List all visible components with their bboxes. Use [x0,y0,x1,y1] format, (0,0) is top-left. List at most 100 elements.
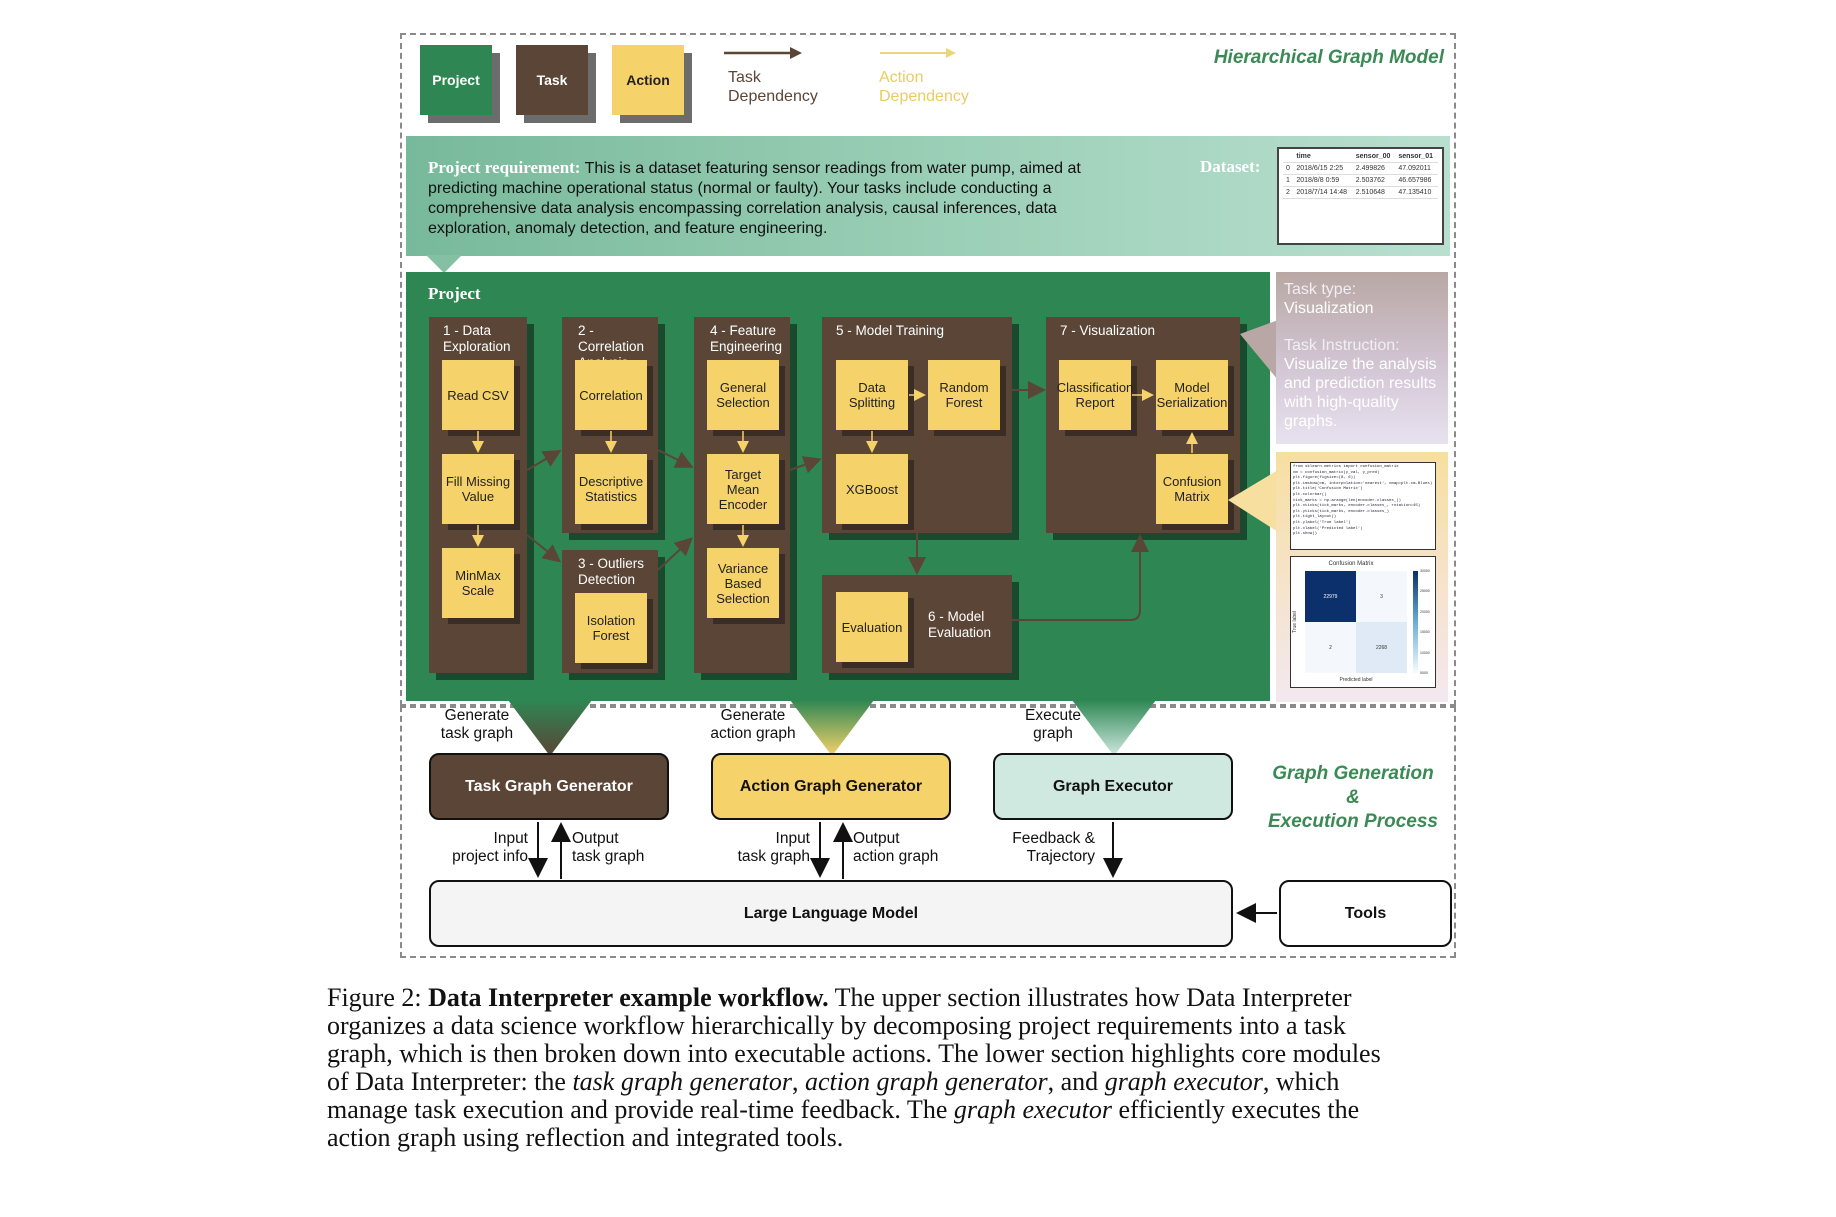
title-line: Graph Generation [1272,763,1434,784]
feedback-trajectory-label: Feedback & Trajectory [995,830,1095,866]
requirement-body: This is a dataset featuring sensor readi… [428,160,1081,237]
caption-italic: action graph generator [804,1067,1048,1096]
cm-colorbar [1413,571,1418,673]
caption-italic: graph executor [1104,1067,1263,1096]
action-evaluation: Evaluation [836,592,908,662]
large-language-model: Large Language Model [429,880,1233,947]
execute-graph-label: Execute graph [1000,707,1106,743]
label-line: action graph [710,725,796,742]
caption-prefix: Figure 2: [327,983,429,1012]
code-line: plt.yticks(tick_marks, encoder.classes_) [1293,509,1390,514]
cm-scale-tick: 25000 [1420,589,1430,594]
code-line: plt.xlabel('Predicted label') [1293,526,1363,531]
dataset-header: time [1293,151,1353,163]
caption-text: of Data Interpreter: the [327,1067,573,1096]
caption-line: organizes a data science workflow hierar… [327,1011,1346,1040]
label-line: task graph [737,848,810,865]
code-line: plt.ylabel('True label') [1293,520,1351,525]
caption-italic: graph executor [953,1095,1112,1124]
dataset-cell: 2018/7/14 14:48 [1293,186,1353,199]
cm-scale-tick: 10000 [1420,650,1430,655]
task-type-value: Visualization [1284,300,1374,317]
task-graph-generator: Task Graph Generator [429,753,669,820]
label-line: Trajectory [1026,848,1095,865]
caption-text: manage task execution and provide real-t… [327,1095,954,1124]
code-snippet: from sklearn.metrics import confusion_ma… [1290,462,1436,550]
legend-task: Task [516,45,588,115]
label-line: Feedback & [1012,830,1095,847]
action-model-serialization: Model Serialization [1156,360,1228,430]
action-variance-based-selection: Variance Based Selection [707,548,779,618]
caption-bold: Data Interpreter example workflow. [428,983,829,1012]
cm-colorbar-labels: 30000 25000 20000 15000 10000 5000 [1420,569,1436,675]
task-instruction-value: Visualize the analysis and prediction re… [1284,356,1437,430]
label-line: action graph [853,848,939,865]
dataset-cell: 0 [1283,162,1294,175]
figure-caption: Figure 2: Data Interpreter example workf… [327,984,1537,1152]
caption-line: Figure 2: Data Interpreter example workf… [327,984,1537,1012]
action-confusion-matrix: Confusion Matrix [1156,454,1228,524]
dataset-cell: 2018/6/15 2:25 [1293,162,1353,175]
caption-text: efficiently executes the [1111,1095,1360,1124]
caption-text: The upper section illustrates how Data I… [828,983,1352,1012]
legend-action-dependency: Action Dependency [879,69,969,105]
dataset-cell: 47.135410 [1395,186,1438,199]
caption-line: of Data Interpreter: the task graph gene… [327,1068,1537,1096]
task-title: 7 - Visualization [1060,323,1156,338]
output-task-graph-label: Output task graph [572,830,682,866]
requirement-text: Project requirement: This is a dataset f… [428,158,1128,239]
code-line: plt.colorbar() [1293,492,1327,497]
dataset-cell: 2.510648 [1352,186,1396,199]
label-line: Input [493,830,528,847]
task-title: 4 - Feature Engineering [710,323,783,354]
execution-process-title: Graph Generation & Execution Process [1250,762,1456,834]
label-line: Output [572,830,619,847]
project-requirement-banner [406,136,1450,256]
task-type-label: Task type: [1284,281,1357,298]
action-data-splitting: Data Splitting [836,360,908,430]
hierarchical-graph-frame [400,33,1456,706]
task-info-panel: Task type: Visualization Task Instructio… [1276,272,1448,444]
project-label: Project [428,284,481,303]
label-line: Execute [1024,707,1081,724]
dataset-cell: 46.657986 [1395,174,1438,187]
graph-executor: Graph Executor [993,753,1233,820]
action-graph-generator: Action Graph Generator [711,753,951,820]
caption-line: action graph using reflection and integr… [327,1123,844,1152]
cm-scale-tick: 15000 [1420,630,1430,635]
caption-line: graph, which is then broken down into ex… [327,1039,1381,1068]
input-project-info-label: Input project info [432,830,528,866]
dataset-header [1283,151,1294,163]
action-isolation-forest: Isolation Forest [575,593,647,663]
caption-italic: task graph generator [572,1067,792,1096]
code-line: plt.title('Confusion Matrix') [1293,487,1363,492]
cm-cell-tl: 22979 [1305,571,1356,622]
confusion-matrix-image: Confusion Matrix 22979 3 2 2268 Predicte… [1290,556,1436,688]
code-line: plt.show() [1293,532,1318,537]
input-task-graph-label: Input task graph [712,830,810,866]
cm-cell-bl: 2 [1305,622,1356,673]
label-line: task graph [572,848,645,865]
action-random-forest: Random Forest [928,360,1000,430]
label-line: Generate [720,707,786,724]
action-fill-missing-value: Fill Missing Value [442,454,514,524]
action-xgboost: XGBoost [836,454,908,524]
dataset-cell: 47.092011 [1395,162,1438,175]
title-line: Execution Process [1267,811,1439,832]
execution-process-frame [400,706,1456,958]
tools: Tools [1279,880,1452,947]
action-correlation: Correlation [575,360,647,430]
code-line: plt.imshow(cm, interpolation='nearest', … [1293,481,1433,486]
cm-xlabel: Predicted label [1339,677,1373,683]
task-title: 6 - Model Evaluation [928,609,992,640]
dataset-cell: 1 [1283,174,1294,187]
action-minmax-scale: MinMax Scale [442,548,514,618]
generate-action-graph-label: Generate action graph [700,707,806,743]
legend-arrows [724,47,956,59]
dataset-cell: 2.503762 [1352,174,1396,187]
cm-cell-br: 2268 [1356,622,1407,673]
caption-text: , and [1047,1067,1105,1096]
